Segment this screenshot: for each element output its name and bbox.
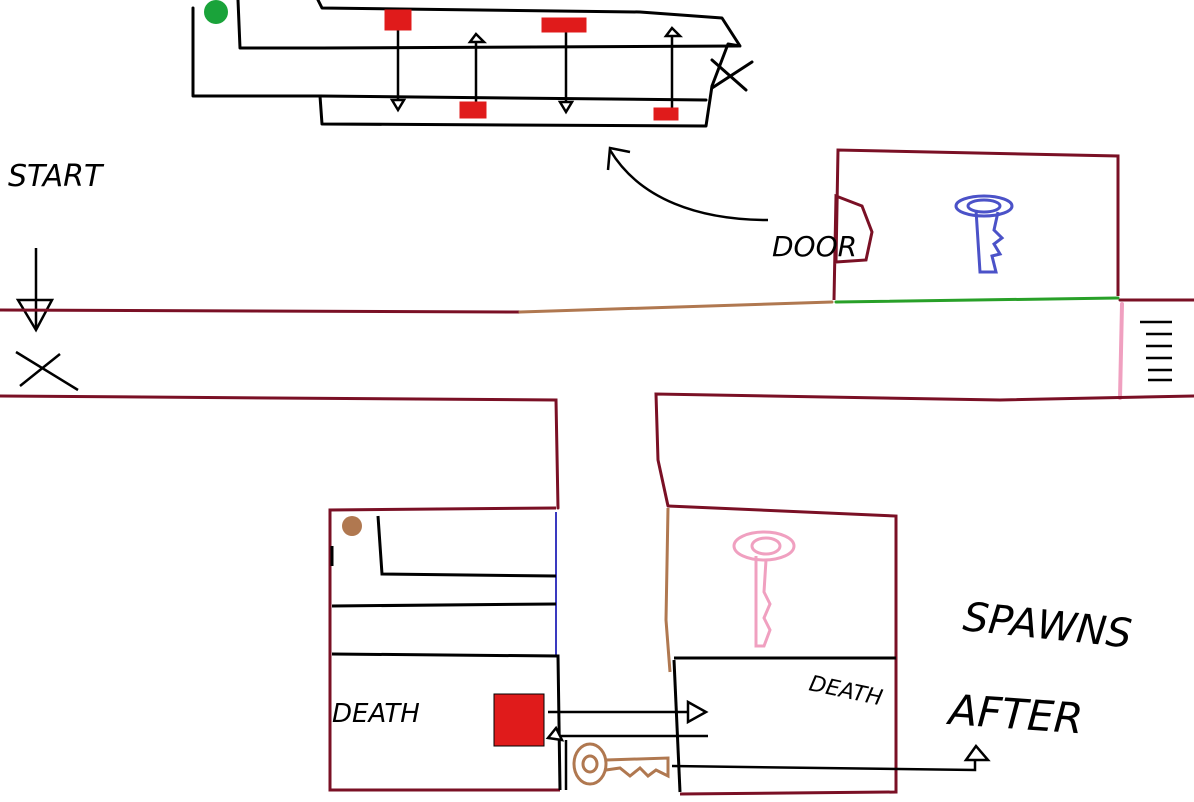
corridor-top-wall — [0, 308, 522, 314]
brown-marker — [342, 516, 362, 536]
bottom-right-room — [664, 504, 898, 796]
death-right-label: DEATH — [807, 671, 885, 711]
main-corridor — [0, 296, 1194, 510]
green-start-marker — [204, 0, 228, 24]
pink-barrier — [1118, 302, 1124, 400]
brown-barrier — [664, 507, 672, 673]
door-arrow — [608, 149, 769, 222]
death-left-label: DEATH — [332, 699, 420, 729]
green-barrier — [834, 296, 1120, 304]
top-trap-room — [191, 0, 754, 128]
start-x-mark — [15, 350, 79, 392]
door-arrow-head-icon — [606, 146, 631, 171]
piston-arrows — [389, 26, 684, 116]
corridor-bottom-left-wall — [0, 394, 560, 510]
red-crushers — [384, 9, 679, 121]
after-label: AFTER — [944, 685, 1084, 743]
top-room-outline — [191, 0, 742, 128]
bottom-left-room — [328, 506, 562, 792]
blue-key-room — [832, 148, 1120, 301]
pink-key-icon — [732, 530, 796, 648]
top-room-x-mark — [710, 58, 754, 92]
corridor-bottom-right-wall — [654, 392, 1194, 508]
bottom-mechanism — [545, 699, 991, 790]
start-label: START — [8, 159, 105, 194]
blue-key-icon — [954, 194, 1014, 274]
corridor-top-brown-floor — [518, 300, 834, 314]
start-arrow-icon — [15, 248, 55, 333]
top-room-inner-lower — [318, 94, 708, 102]
top-room-inner-upper — [236, 0, 740, 50]
right-arrow-head-icon — [686, 699, 709, 725]
spawns-label: SPAWNS — [961, 594, 1134, 657]
ladder-icon — [1140, 320, 1172, 382]
brown-key-icon — [572, 742, 670, 786]
up-arrow-head-icon — [963, 743, 991, 762]
door-label: DOOR — [772, 230, 857, 263]
red-hazard-block — [493, 693, 545, 747]
